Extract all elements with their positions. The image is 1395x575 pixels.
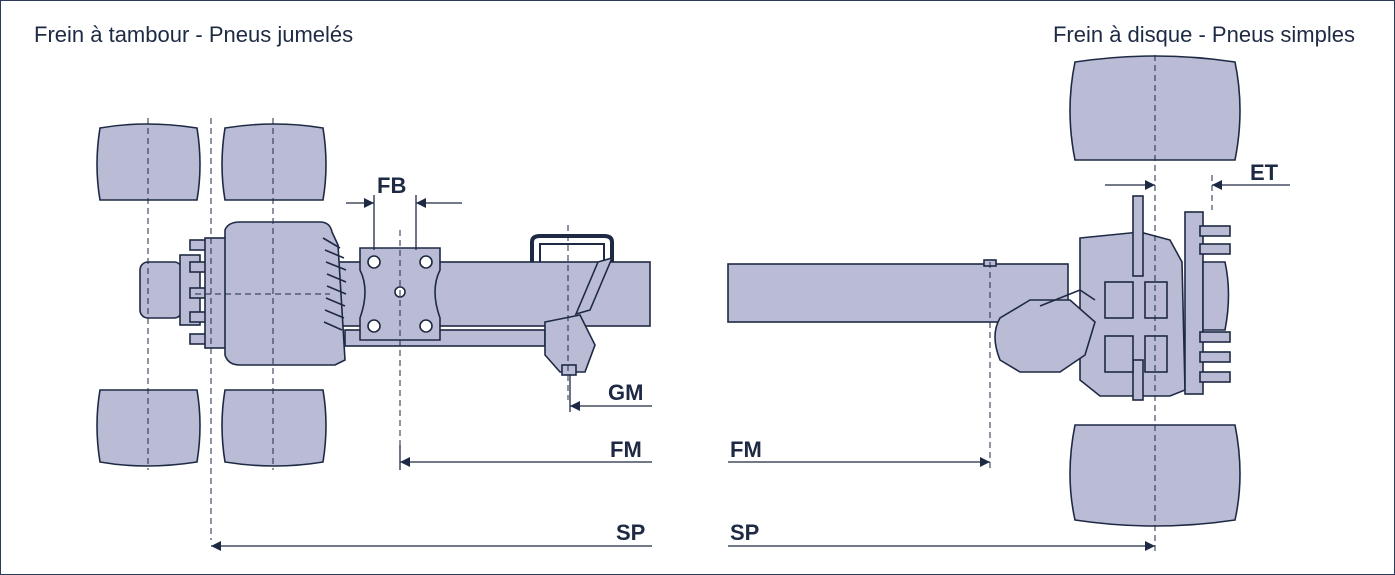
tyre-lower-inner (221, 389, 327, 467)
hub-cap (139, 261, 183, 319)
slack-adjuster (574, 256, 614, 316)
brake-cam-assembly (544, 314, 596, 373)
brake-chamber (994, 299, 1096, 373)
label-et: ET (1250, 160, 1279, 185)
title-drum-brake-dual-tyres: Frein à tambour - Pneus jumelés (34, 22, 354, 47)
drum-axle-assembly (96, 123, 651, 467)
label-sp-left: SP (616, 520, 645, 545)
wheel-flange (1184, 211, 1204, 395)
label-fm-left: FM (610, 437, 642, 462)
dimensions-right (728, 180, 1290, 551)
label-gm: GM (608, 380, 643, 405)
dimensions-left (211, 195, 652, 551)
u-bracket (530, 234, 614, 262)
label-fb: FB (377, 173, 406, 198)
centerlines-left (147, 118, 569, 540)
brake-disc (1132, 195, 1144, 277)
label-fm-right: FM (730, 437, 762, 462)
disc-axle-assembly (727, 55, 1241, 527)
label-sp-right: SP (730, 520, 759, 545)
hub (1202, 261, 1230, 331)
title-disc-brake-single-tyres: Frein à disque - Pneus simples (1052, 22, 1355, 47)
tyre-upper-inner (221, 123, 327, 201)
